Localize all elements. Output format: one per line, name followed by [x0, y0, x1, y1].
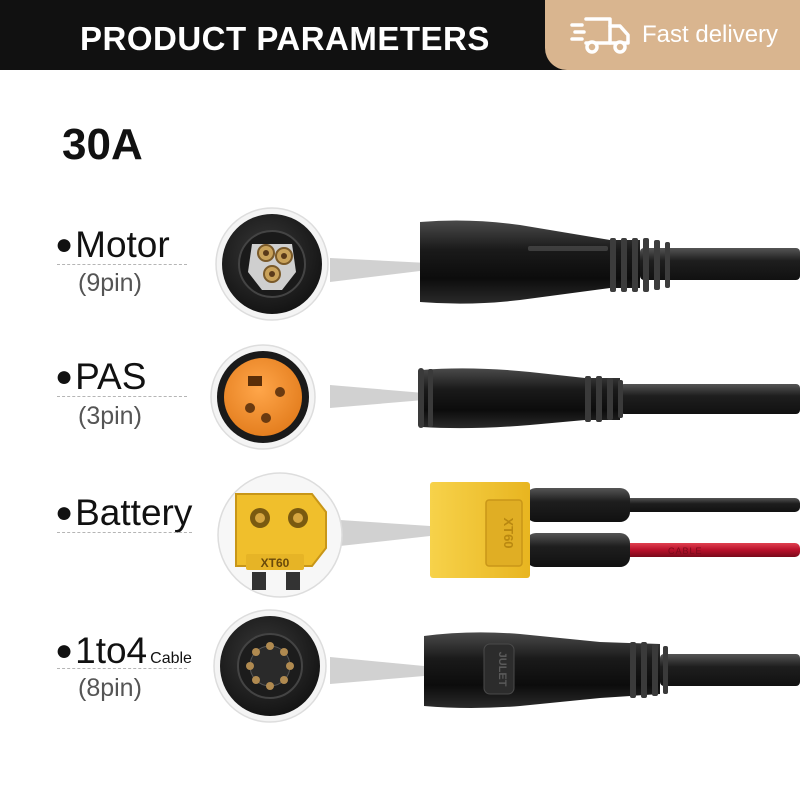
fast-delivery-label: Fast delivery [642, 21, 779, 48]
battery-pointer [340, 520, 430, 546]
cable-divider [57, 668, 187, 669]
motor-pointer [330, 258, 428, 282]
cable-print-text: CABLE [668, 546, 703, 556]
bullet: ● [55, 360, 74, 393]
cable-plug-face [213, 609, 327, 723]
motor-pin-count: (9pin) [78, 269, 142, 297]
battery-plug-face-mark: XT60 [261, 556, 290, 570]
cable-cable [660, 654, 800, 686]
pas-cable [620, 384, 800, 414]
cable-plug-body [424, 632, 660, 708]
battery-label: ●Battery [55, 494, 192, 531]
pas-pin-count: (3pin) [78, 402, 142, 430]
motor-label-text: Motor [75, 224, 170, 265]
amperage-label: 30A [62, 120, 143, 169]
brand-mark: JULET [496, 652, 508, 687]
battery-shrink-red [526, 533, 630, 567]
pas-plug-face [210, 344, 316, 450]
pas-plug-body [422, 368, 620, 429]
motor-connector [215, 207, 800, 321]
battery-black-wire [620, 498, 800, 512]
bullet: ● [55, 496, 74, 529]
bullet: ● [55, 634, 74, 667]
cable-pointer [330, 657, 424, 684]
battery-divider [57, 532, 192, 533]
battery-plug-side-mark: XT60 [501, 517, 516, 548]
cable-label-text: 1to4 [75, 630, 148, 671]
cable-connector: JULET [213, 609, 800, 723]
pas-divider [57, 396, 187, 397]
fast-delivery-badge: Fast delivery [545, 0, 800, 70]
cable-label-suffix: Cable [150, 650, 192, 667]
motor-divider [57, 264, 187, 265]
delivery-truck-icon [570, 17, 630, 54]
motor-cable [640, 248, 800, 280]
motor-plug-body [420, 220, 640, 304]
battery-shrink-black [526, 488, 630, 522]
battery-red-wire [620, 543, 800, 557]
page-title: PRODUCT PARAMETERS [80, 20, 490, 57]
cable-pin-count: (8pin) [78, 674, 142, 702]
battery-plug-face: XT60 [217, 472, 343, 598]
bullet: ● [55, 228, 74, 261]
pas-label: ●PAS [55, 358, 146, 395]
pas-connector [210, 344, 800, 450]
motor-label: ●Motor [55, 226, 170, 263]
battery-connector: CABLE XT60 XT60 [217, 472, 800, 598]
battery-label-text: Battery [75, 492, 193, 533]
motor-plug-face [215, 207, 329, 321]
pas-label-text: PAS [75, 356, 147, 397]
pas-pointer [330, 385, 424, 408]
